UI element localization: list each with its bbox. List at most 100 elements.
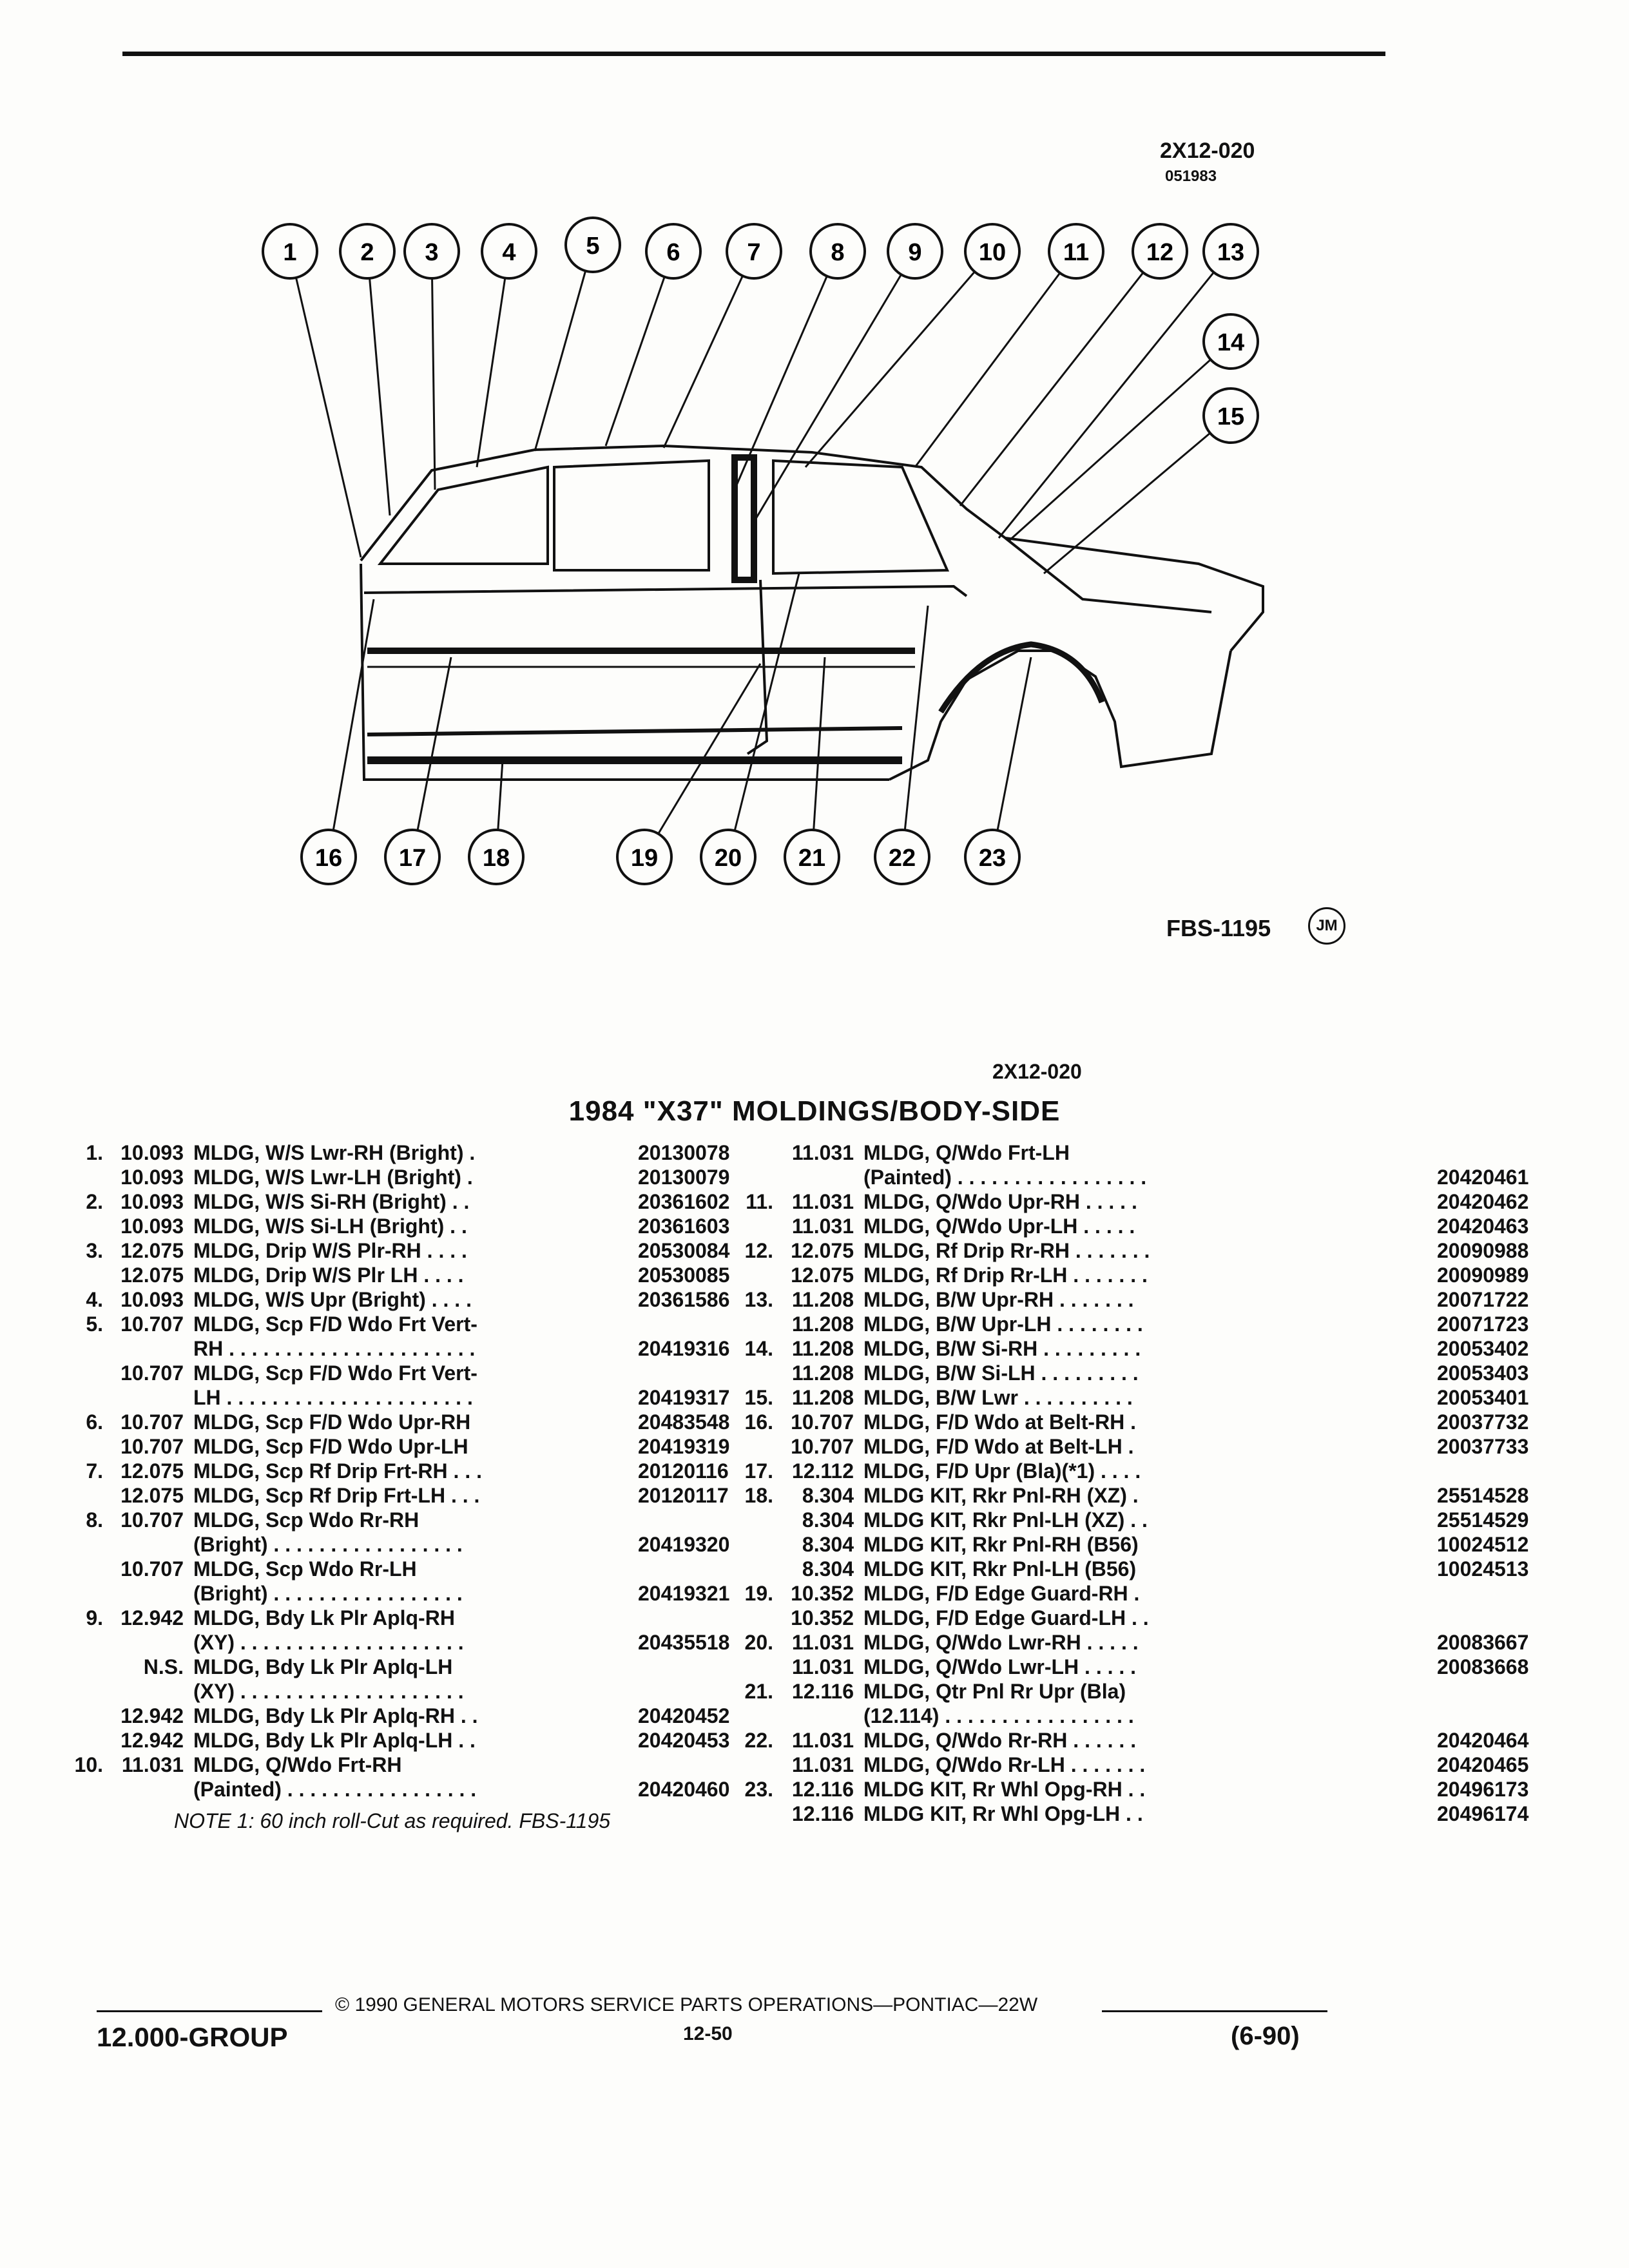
- part-number: 20420465: [1437, 1753, 1529, 1776]
- callout-circle: [964, 223, 1021, 280]
- callout-number: 21: [798, 845, 825, 872]
- item-number: [58, 1483, 103, 1508]
- part-number: 20435518: [638, 1631, 730, 1654]
- item-number: [58, 1704, 103, 1728]
- item-number: 17.: [744, 1459, 773, 1483]
- item-number: 7.: [86, 1459, 103, 1483]
- group-number: 11.031: [791, 1655, 854, 1678]
- part-number: 20419316: [638, 1337, 730, 1360]
- callout-leader-line: [914, 272, 1061, 468]
- item-number: 18.: [744, 1484, 773, 1507]
- item-number: 16.: [744, 1410, 773, 1434]
- callout-leader-line: [604, 276, 666, 447]
- group-number: 12.116: [791, 1680, 854, 1703]
- part-description: MLDG, Drip W/S Plr LH . . . .: [193, 1264, 464, 1287]
- callout-leader-line: [753, 274, 902, 523]
- item-number: 8.: [86, 1508, 103, 1532]
- part-description: MLDG, Bdy Lk Plr Aplq-LH . .: [193, 1729, 476, 1752]
- part-description: RH . . . . . . . . . . . . . . . . . . .…: [193, 1337, 476, 1360]
- callout-number: 3: [425, 239, 438, 266]
- group-number: 12.075: [120, 1484, 184, 1507]
- part-number: 20037732: [1437, 1410, 1529, 1434]
- part-description: MLDG, W/S Lwr-LH (Bright) .: [193, 1166, 473, 1189]
- group-number: 11.031: [791, 1190, 854, 1213]
- part-description: MLDG, Q/Wdo Rr-RH . . . . . .: [863, 1729, 1137, 1752]
- part-description: MLDG KIT, Rr Whl Opg-RH . .: [863, 1778, 1146, 1801]
- group-number: 10.707: [120, 1508, 184, 1532]
- item-number: [58, 1361, 103, 1385]
- callout-number: 6: [666, 239, 680, 266]
- item-number: [58, 1263, 103, 1287]
- item-number: [58, 1777, 103, 1802]
- callout-circle: [468, 829, 525, 885]
- item-number: 9.: [86, 1606, 103, 1629]
- section-code: 2X12-020: [992, 1060, 1082, 1083]
- group-number: 10.093: [120, 1288, 184, 1311]
- part-number: 20083668: [1437, 1655, 1529, 1678]
- part-description: MLDG, B/W Lwr . . . . . . . . . .: [863, 1386, 1133, 1409]
- group-number: 8.304: [802, 1484, 854, 1507]
- part-description: MLDG, Q/Wdo Lwr-LH . . . . .: [863, 1655, 1137, 1678]
- item-number: [728, 1802, 773, 1826]
- part-description: MLDG, Bdy Lk Plr Aplq-RH: [193, 1606, 455, 1629]
- callout-number: 7: [747, 239, 760, 266]
- callout-number: 22: [889, 845, 916, 872]
- group-number: [103, 1679, 193, 1704]
- callout-leader-line: [497, 760, 504, 831]
- part-description: MLDG, Scp F/D Wdo Upr-LH: [193, 1435, 468, 1458]
- group-number: [103, 1336, 193, 1361]
- callout-leader-line: [476, 278, 506, 468]
- part-description: MLDG, Q/Wdo Upr-LH . . . . .: [863, 1215, 1135, 1238]
- part-number: 10024513: [1437, 1557, 1529, 1581]
- item-number: [728, 1140, 773, 1165]
- date-code: 051983: [1165, 168, 1217, 185]
- part-description: MLDG, Scp Rf Drip Frt-LH . . .: [193, 1484, 480, 1507]
- callout-circle: [874, 829, 930, 885]
- part-number: 25514528: [1437, 1484, 1529, 1507]
- item-number: [728, 1361, 773, 1385]
- part-number: 20130078: [638, 1141, 730, 1164]
- callout-leader-line: [295, 277, 362, 558]
- group-number: 12.112: [791, 1459, 854, 1483]
- group-number: 11.031: [791, 1753, 854, 1776]
- group-number: 10.093: [120, 1190, 184, 1213]
- group-number: 10.352: [791, 1582, 854, 1605]
- footer-rule-left: [97, 2010, 322, 2012]
- item-number: 6.: [86, 1410, 103, 1434]
- part-description: (XY) . . . . . . . . . . . . . . . . . .…: [193, 1680, 464, 1703]
- group-number: 10.707: [120, 1435, 184, 1458]
- callout-circle: [1132, 223, 1188, 280]
- part-number: 20071723: [1437, 1312, 1529, 1336]
- group-number: 10.093: [120, 1215, 184, 1238]
- page-code: 2X12-020: [1160, 139, 1255, 163]
- parts-row: (Painted) . . . . . . . . . . . . . . . …: [58, 1777, 767, 1802]
- part-description: MLDG, B/W Si-LH . . . . . . . . .: [863, 1361, 1139, 1385]
- part-number: 20420462: [1437, 1190, 1529, 1213]
- part-description: MLDG, F/D Wdo at Belt-LH .: [863, 1435, 1134, 1458]
- group-number: 8.304: [802, 1533, 854, 1556]
- callout-leader-line: [996, 657, 1032, 831]
- part-description: MLDG, W/S Si-LH (Bright) . .: [193, 1215, 467, 1238]
- group-number: 12.942: [120, 1729, 184, 1752]
- part-number: 20120117: [638, 1484, 729, 1507]
- callout-leader-line: [431, 278, 436, 490]
- item-number: 14.: [744, 1337, 773, 1360]
- part-description: MLDG, W/S Lwr-RH (Bright) .: [193, 1141, 476, 1164]
- part-description: MLDG, Bdy Lk Plr Aplq-LH: [193, 1655, 453, 1678]
- callout-leader-line: [998, 271, 1215, 539]
- group-number: 10.707: [120, 1361, 184, 1385]
- item-number: [728, 1434, 773, 1459]
- item-number: 12.: [744, 1239, 773, 1262]
